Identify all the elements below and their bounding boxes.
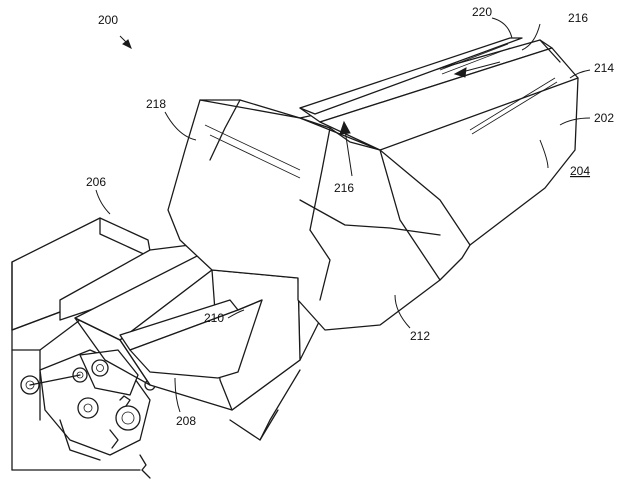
leader-lines xyxy=(95,17,591,413)
label-204: 204 xyxy=(570,164,590,178)
label-214: 214 xyxy=(594,61,614,75)
label-208: 208 xyxy=(176,414,196,428)
label-216-bottom: 216 xyxy=(334,181,354,195)
seam-220 xyxy=(299,37,523,115)
linkage-mechanism xyxy=(20,289,225,461)
label-202: 202 xyxy=(594,111,614,125)
label-200: 200 xyxy=(98,13,118,27)
label-210: 210 xyxy=(204,311,224,325)
label-212: 212 xyxy=(410,329,430,343)
arrow-216-top xyxy=(453,61,501,78)
label-206: 206 xyxy=(86,175,106,189)
label-218: 218 xyxy=(146,97,166,111)
arrow-216-bottom xyxy=(339,120,353,177)
flap-210 xyxy=(119,299,263,379)
machine-base xyxy=(11,217,331,479)
sheet-202 xyxy=(299,39,579,151)
label-220: 220 xyxy=(472,5,492,19)
label-216-top: 216 xyxy=(568,11,588,25)
reference-labels: 200 220 216 214 202 204 218 216 206 210 … xyxy=(86,5,614,428)
